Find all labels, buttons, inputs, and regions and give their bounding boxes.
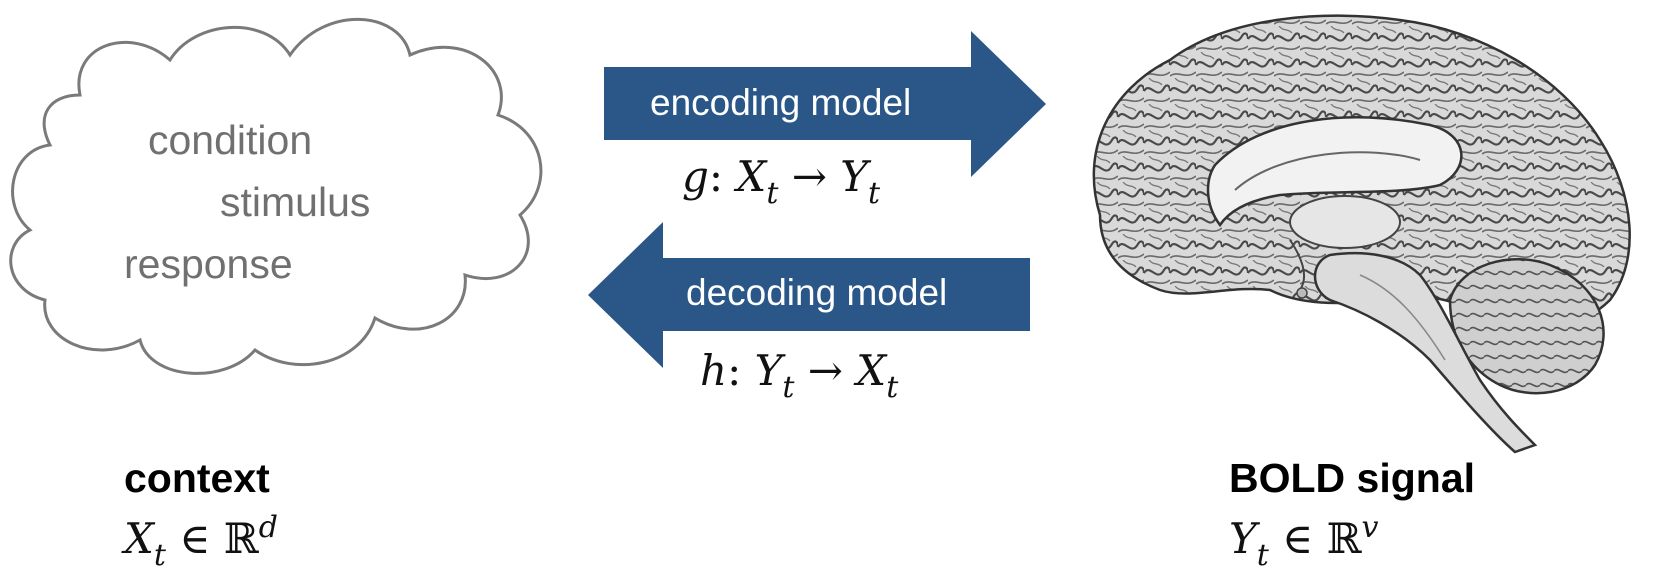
context-formula: Xt ∈ ℝd: [124, 510, 278, 573]
cloud-word-response: response: [124, 241, 293, 287]
encoding-arrow: [604, 31, 1046, 177]
bold-signal-title: BOLD signal: [1229, 455, 1476, 501]
decoding-model-label: decoding model: [686, 272, 948, 313]
decoding-formula: h: Yt → Xt: [700, 346, 899, 405]
encoding-formula: g: Xt → Yt: [682, 152, 881, 211]
bold-signal-formula: Yt ∈ ℝv: [1229, 510, 1379, 573]
decoding-arrow: [588, 222, 1030, 368]
context-title: context: [124, 455, 270, 501]
encoding-model-label: encoding model: [650, 82, 912, 123]
cloud-word-stimulus: stimulus: [220, 179, 371, 225]
cloud-word-condition: condition: [148, 117, 313, 163]
